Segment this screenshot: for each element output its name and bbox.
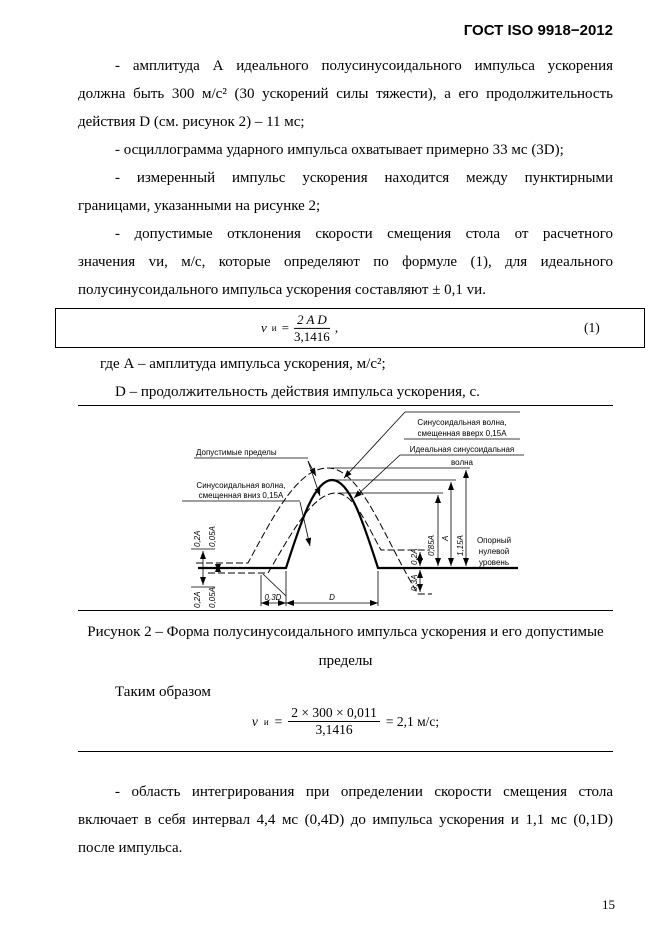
label-zero-level-line1: Опорный — [477, 536, 511, 545]
final-paragraph: - область интегрирования при определении… — [78, 778, 613, 862]
leader-tolerance-2 — [307, 460, 321, 497]
figure-caption: Рисунок 2 – Форма полусинусоидального им… — [78, 618, 613, 676]
extension-lines-right — [331, 467, 470, 494]
dim-label-right-lower: 0,85A — [427, 535, 436, 556]
callout-rules — [182, 411, 524, 502]
formula-1-fraction: 2 A D 3,1416 — [293, 312, 330, 344]
formula-1-number: (1) — [584, 320, 600, 335]
paragraph-line: полусинусоидального импульса ускорения с… — [78, 282, 486, 298]
label-shifted-up-line2: смещенная вверх 0,15A — [417, 429, 507, 438]
formula-2-equals: = — [274, 713, 283, 729]
paragraph-line: - допустимые отклонения скорости смещени… — [115, 226, 613, 242]
label-shifted-down-line2: смещенная вниз 0,15A — [199, 491, 284, 500]
divider-line — [78, 405, 613, 406]
leader-tolerance-1 — [307, 460, 317, 477]
thus-text: Таким образом — [78, 678, 613, 706]
formula-1-equals: = — [281, 320, 289, 335]
divider-line — [78, 751, 613, 752]
leader-shifted-up — [343, 411, 406, 479]
formula-2-denominator: 3,1416 — [315, 722, 353, 738]
legend-line-a: где А – амплитуда импульса ускорения, м/… — [100, 356, 386, 372]
figure-2-diagram: Допустимые пределы Синусоидальная волна,… — [182, 411, 524, 608]
formula-legend: где А – амплитуда импульса ускорения, м/… — [78, 350, 613, 406]
dim-label-right-ideal: A — [441, 536, 450, 542]
paragraph-line: включает в себя интервал 4,4 мс (0,4D) д… — [78, 812, 613, 828]
upper-limit-curve — [196, 467, 432, 595]
formula-1-subscript: и — [271, 323, 277, 333]
dim-label-left-inner-top: 0,05A — [208, 526, 217, 547]
dim-label-right-upper: 1,15A — [456, 535, 465, 556]
dim-label-duration: D — [329, 593, 335, 602]
formula-1-numerator: 2 A D — [293, 312, 330, 329]
label-zero-level-line3: уровень — [479, 558, 509, 567]
figure-caption-line2: пределы — [318, 653, 373, 669]
dim-label-left-inner-bottom: 0,05A — [208, 587, 217, 608]
divider-line — [78, 610, 613, 611]
figure-caption-line1: Рисунок 2 – Форма полусинусоидального им… — [87, 624, 604, 640]
paragraph-line: - осциллограмма ударного импульса охваты… — [115, 142, 564, 158]
paragraph-line: - измеренный импульс ускорения находится… — [115, 170, 613, 186]
label-ideal-line2: волна — [451, 458, 474, 467]
label-ideal-line1: Идеальная синусоидальная — [410, 445, 515, 454]
formula-2-result: = 2,1 м/с; — [385, 713, 440, 729]
document-header: ГОСТ ISO 9918−2012 — [463, 22, 613, 39]
paragraph-line: действия D (см. рисунок 2) – 11 мс; — [78, 114, 305, 130]
ideal-pulse-curve — [198, 478, 518, 570]
label-shifted-down-line1: Синусоидальная волна, — [196, 481, 285, 490]
legend-line-d: D – продолжительность действия импульса … — [115, 384, 480, 400]
dim-label-undershoot: 0,3A — [410, 575, 419, 591]
label-shifted-up-line1: Синусоидальная волна, — [417, 418, 506, 427]
dim-label-left-outer-top: 0,2A — [193, 531, 202, 547]
formula-1-comma: , — [334, 320, 339, 335]
dim-label-lead: 0,3D — [265, 593, 282, 602]
paragraph-line: границами, указанными на рисунке 2; — [78, 198, 321, 214]
formula-1-variable: v — [261, 320, 267, 335]
lower-limit-curve — [208, 492, 430, 574]
paragraph-line: Таким образом — [115, 684, 211, 700]
formula-2-numerator: 2 × 300 × 0,011 — [288, 705, 380, 723]
formula-2-fraction: 2 × 300 × 0,011 3,1416 — [288, 705, 380, 738]
dim-label-left-outer-bottom: 0,2A — [193, 592, 202, 608]
leader-shifted-down — [299, 501, 312, 547]
body-text: - амплитуда А идеального полусинусоидаль… — [78, 52, 613, 304]
leader-ideal — [353, 454, 401, 499]
bottom-extension-lines — [260, 571, 379, 606]
dim-label-right-tail: 0,2A — [410, 549, 419, 565]
formula-2-subscript: и — [263, 716, 269, 727]
formula-1-denominator: 3,1416 — [294, 328, 330, 344]
paragraph-line: после импульса. — [78, 840, 183, 856]
label-zero-level-line2: нулевой — [479, 547, 509, 556]
formula-2-variable: v — [251, 713, 258, 729]
paragraph-line: - область интегрирования при определении… — [115, 784, 613, 800]
left-dim-ticks — [191, 548, 215, 588]
paragraph-line: должна быть 300 м/с² (30 ускорений силы … — [78, 86, 613, 102]
label-tolerance-limits: Допустимые пределы — [196, 448, 277, 457]
paragraph-line: - амплитуда А идеального полусинусоидаль… — [115, 58, 613, 74]
paragraph-line: значения vи, м/с, которые определяют по … — [78, 254, 613, 270]
page-number: 15 — [602, 897, 615, 912]
